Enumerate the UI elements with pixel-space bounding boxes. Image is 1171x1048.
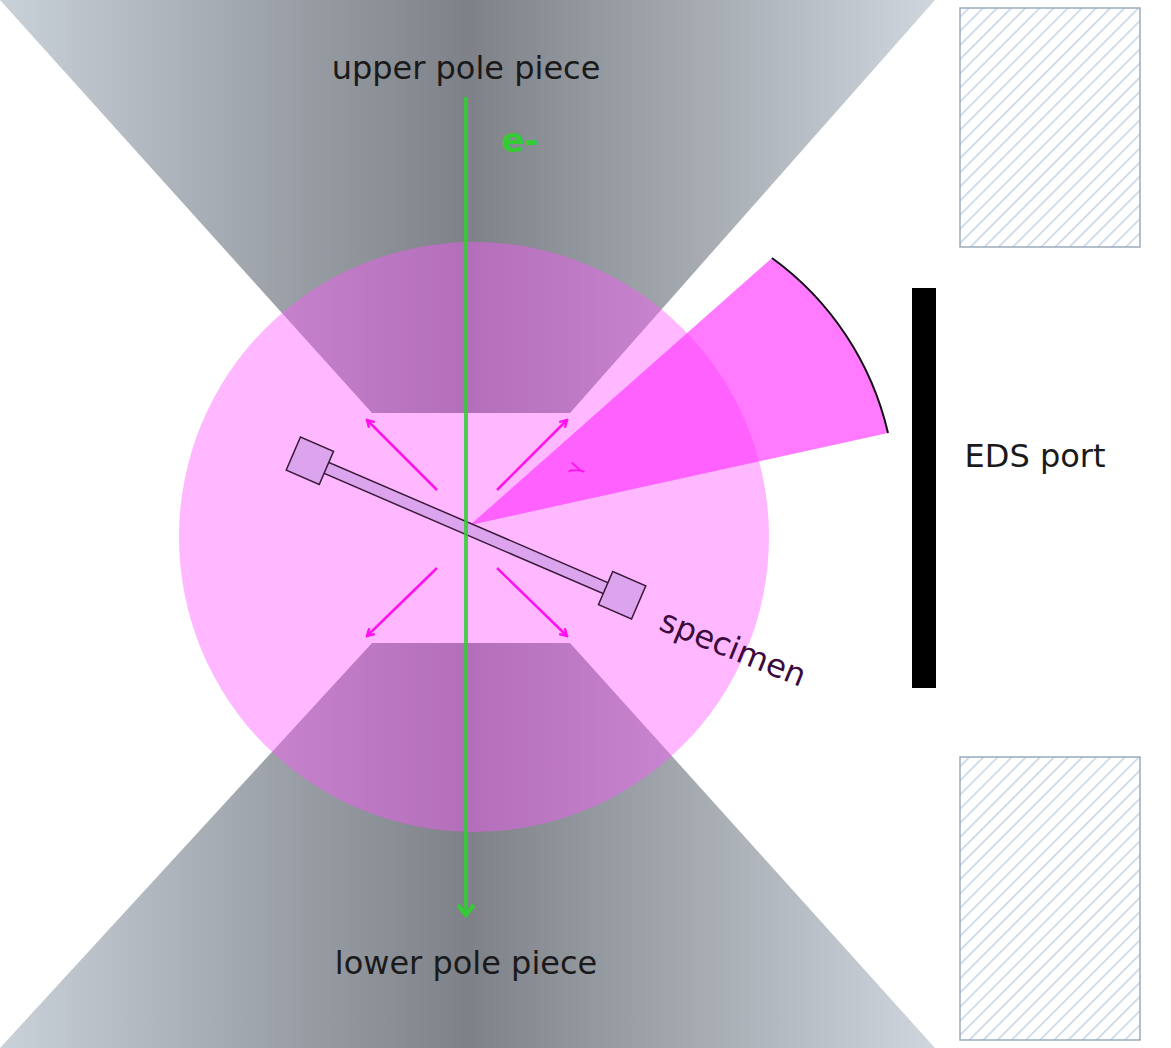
hatched-block [960, 8, 1140, 247]
detector-arc [772, 258, 888, 433]
part-label: upper pole piece [332, 52, 601, 84]
part-label: lower pole piece [335, 947, 597, 979]
beam-label: e- [501, 123, 538, 157]
part-label: EDS port [965, 440, 1106, 472]
eds-port [912, 288, 936, 688]
detector-cone [470, 258, 888, 525]
emission-sphere [179, 242, 769, 832]
hatched-block [960, 757, 1140, 1040]
electron-beam [464, 97, 468, 915]
